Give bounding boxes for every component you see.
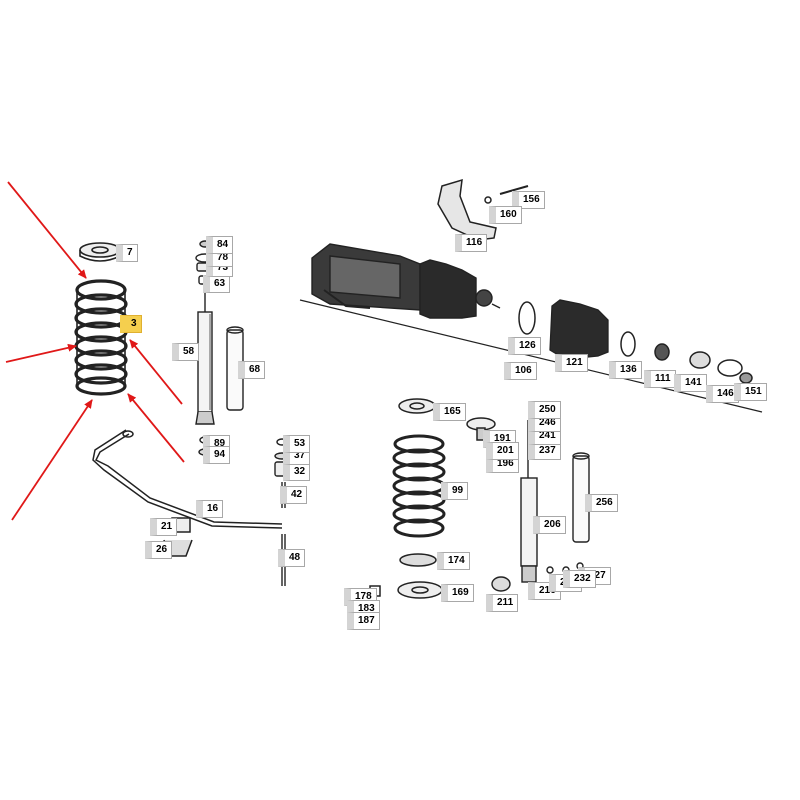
part-label-3[interactable]: 3 (120, 315, 142, 333)
part-label-21[interactable]: 21 (150, 518, 178, 536)
coil-spring-part-3[interactable] (74, 279, 128, 396)
part-label-165[interactable]: 165 (433, 403, 466, 421)
part-label-126[interactable]: 126 (508, 337, 541, 355)
part-label-94[interactable]: 94 (203, 446, 231, 464)
part-label-187[interactable]: 187 (347, 612, 380, 630)
part-label-99[interactable]: 99 (441, 482, 469, 500)
part-label-174[interactable]: 174 (437, 552, 470, 570)
part-label-16[interactable]: 16 (196, 500, 224, 518)
steering-bracket-part-116[interactable] (437, 178, 529, 241)
part-label-250[interactable]: 250 (528, 401, 561, 419)
part-label-146[interactable]: 146 (706, 385, 739, 403)
stabilizer-bar-part-16[interactable] (92, 429, 283, 557)
part-label-121[interactable]: 121 (555, 354, 588, 372)
part-label-53[interactable]: 53 (283, 435, 311, 453)
clamp-parts[interactable] (518, 301, 753, 384)
assembly-baseline (299, 299, 763, 413)
part-label-68[interactable]: 68 (238, 361, 266, 379)
spring-seat-part-7[interactable] (79, 242, 121, 262)
part-label-151[interactable]: 151 (734, 383, 767, 401)
part-label-156[interactable]: 156 (512, 191, 545, 209)
part-label-32[interactable]: 32 (283, 463, 311, 481)
part-label-106[interactable]: 106 (504, 362, 537, 380)
part-label-141[interactable]: 141 (674, 374, 707, 392)
part-label-211[interactable]: 211 (486, 594, 519, 612)
steering-rack-assembly[interactable] (311, 243, 501, 319)
part-label-63[interactable]: 63 (203, 275, 231, 293)
part-label-232[interactable]: 232 (563, 570, 596, 588)
part-label-42[interactable]: 42 (280, 486, 308, 504)
coil-spring-part-99[interactable] (392, 434, 446, 538)
part-label-169[interactable]: 169 (441, 584, 474, 602)
part-label-256[interactable]: 256 (585, 494, 618, 512)
red-arrows (5, 181, 185, 521)
spring-pad-parts[interactable] (397, 553, 443, 599)
part-label-48[interactable]: 48 (278, 549, 306, 567)
part-label-58[interactable]: 58 (172, 343, 200, 361)
part-label-7[interactable]: 7 (116, 244, 138, 262)
part-label-84[interactable]: 84 (206, 236, 234, 254)
steering-boot-part-121[interactable] (549, 299, 609, 359)
spring-seat-part-165[interactable] (398, 398, 436, 414)
part-label-136[interactable]: 136 (609, 361, 642, 379)
part-label-201[interactable]: 201 (486, 442, 519, 460)
part-label-160[interactable]: 160 (489, 206, 522, 224)
part-label-111[interactable]: 111 (644, 370, 676, 388)
part-label-206[interactable]: 206 (533, 516, 566, 534)
part-label-116[interactable]: 116 (455, 234, 488, 252)
part-label-26[interactable]: 26 (145, 541, 173, 559)
